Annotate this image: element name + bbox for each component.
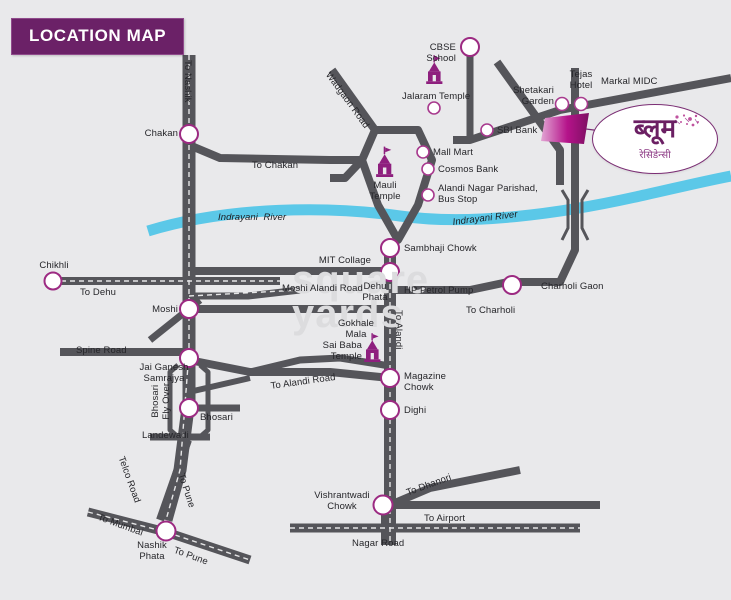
- label-sbi-bank: SBI Bank: [497, 125, 538, 136]
- logo-sparkle-icon: [674, 114, 699, 127]
- label-magazine-chowk: Magazine Chowk: [404, 371, 446, 394]
- mauli-temple-icon: [376, 146, 394, 177]
- banner-title: LOCATION MAP: [29, 26, 167, 45]
- node-charholi-gaon: [502, 275, 522, 295]
- label-sambhaji-chowk: Sambhaji Chowk: [404, 243, 477, 254]
- node-nashik-phata: [155, 520, 177, 542]
- node-mall-mart: [416, 145, 430, 159]
- label-alandi-nagar-parishad: Alandi Nagar Parishad, Bus Stop: [438, 183, 538, 206]
- label-moshi-alandi-road: Moshi Alandi Road: [282, 283, 363, 294]
- label-moshi: Moshi: [152, 304, 178, 315]
- road-hp-charholi: [390, 278, 509, 294]
- node-chakan: [179, 124, 199, 144]
- label-bhosari: Bhosari: [200, 412, 233, 423]
- location-map-banner: LOCATION MAP: [11, 18, 185, 55]
- label-bhosari-fly-over: Bhosari Fly Over: [149, 382, 172, 420]
- label-dighi: Dighi: [404, 405, 427, 416]
- node-shetakari-garden: [554, 96, 570, 112]
- node-moshi: [179, 299, 199, 319]
- project-logo-callout[interactable]: ब्लूम रेसिडेन्सी: [592, 104, 718, 174]
- label-shetakari-garden: Shetakari Garden: [512, 85, 554, 108]
- label-mit-collage: MIT Collage: [318, 255, 371, 266]
- label-to-alandi: To Alandi: [393, 310, 404, 350]
- label-jalaram-temple: Jalaram Temple: [402, 91, 471, 102]
- node-dehu-phata: [380, 262, 400, 282]
- logo-subtitle: रेसिडेन्सी: [639, 150, 671, 161]
- node-alandi-nagar-parishad: [421, 188, 435, 202]
- node-dighi: [380, 400, 400, 420]
- sai-baba-temple-icon: [364, 333, 381, 362]
- river-bridge: [560, 189, 590, 241]
- label-to-dehu: To Dehu: [79, 287, 117, 298]
- label-hp-petrol-pump: HP Petrol Pump: [404, 285, 474, 296]
- label-markal-midc: Markal MIDC: [601, 76, 658, 87]
- node-chikhli: [43, 271, 63, 291]
- label-nagar-road: Nagar Road: [352, 538, 405, 549]
- label-landewadi: Landewadi: [142, 430, 189, 441]
- label-jai-ganesh-samrajya: Jai Ganesh Samrajya: [139, 362, 189, 385]
- map-nodes: [43, 37, 589, 542]
- road-vishrantwadi-dhanori: [388, 466, 521, 509]
- node-jalaram-temple: [427, 101, 441, 115]
- indrayani-river: [146, 170, 731, 237]
- label-chakan: Chakan: [144, 128, 178, 139]
- node-magazine-chowk: [380, 368, 400, 388]
- road-telco: [156, 438, 192, 522]
- label-cosmos-bank: Cosmos Bank: [438, 164, 499, 175]
- label-to-nashik: To Nashik: [182, 60, 193, 103]
- road-wadgaon-ne: [493, 59, 564, 185]
- label-to-airport: To Airport: [424, 513, 466, 524]
- label-cbse-school: CBSE School: [426, 42, 456, 65]
- node-tejas-hotel: [573, 96, 589, 112]
- road-to-chakan: [187, 141, 360, 164]
- watermark-line-1: square: [292, 258, 430, 302]
- road-bhosari-se: [188, 375, 251, 395]
- label-charholi-gaon: Charholi Gaon: [541, 281, 604, 292]
- road-loop-west-spur: [330, 157, 365, 182]
- node-bhosari: [179, 398, 199, 418]
- label-mauli-temple: Mauli Temple: [369, 180, 401, 203]
- node-vishrantwadi-chowk: [372, 494, 394, 516]
- label-dehu-phata: Dehu Phata: [362, 281, 388, 304]
- road-bhosari-flyover-right: [198, 363, 211, 439]
- label-chikhli: Chikhli: [39, 260, 69, 271]
- highway-dashes: [52, 55, 580, 561]
- node-sambhaji-chowk: [380, 238, 400, 258]
- logo-name: ब्लूम: [633, 114, 677, 144]
- label-vishrantwadi-chowk: Vishrantwadi Chowk: [314, 490, 370, 513]
- road-wadgaon: [328, 67, 379, 133]
- node-cbse-school: [460, 37, 480, 57]
- label-spine-road: Spine Road: [76, 345, 127, 356]
- road-mauli-loop: [358, 126, 436, 244]
- node-sbi-bank: [480, 123, 494, 137]
- road-jai-ganesh-east: [188, 356, 391, 382]
- label-to-charholi: To Charholi: [466, 305, 516, 316]
- watermark-line-2: yards: [292, 292, 404, 336]
- jalaram-temple-icon: [426, 55, 443, 84]
- label-nashik-phata: Nashik Phata: [137, 540, 167, 563]
- temple-icons: [364, 55, 443, 362]
- node-jai-ganesh: [179, 348, 199, 368]
- road-tejas-vertical: [508, 68, 579, 286]
- label-tejas-hotel: Tejas Hotel: [569, 69, 593, 92]
- label-to-chakan: To Chakan: [251, 160, 299, 171]
- road-moshi-east: [189, 286, 301, 300]
- label-indrayani-river-left: Indrayani River: [218, 212, 287, 223]
- road-markal-midc: [453, 74, 731, 144]
- label-mall-mart: Mall Mart: [433, 147, 473, 158]
- label-gokhale-mala: Gokhale Mala: [337, 318, 375, 341]
- node-cosmos-bank: [421, 162, 435, 176]
- label-sai-baba-temple: Sai Baba Temple: [322, 340, 362, 363]
